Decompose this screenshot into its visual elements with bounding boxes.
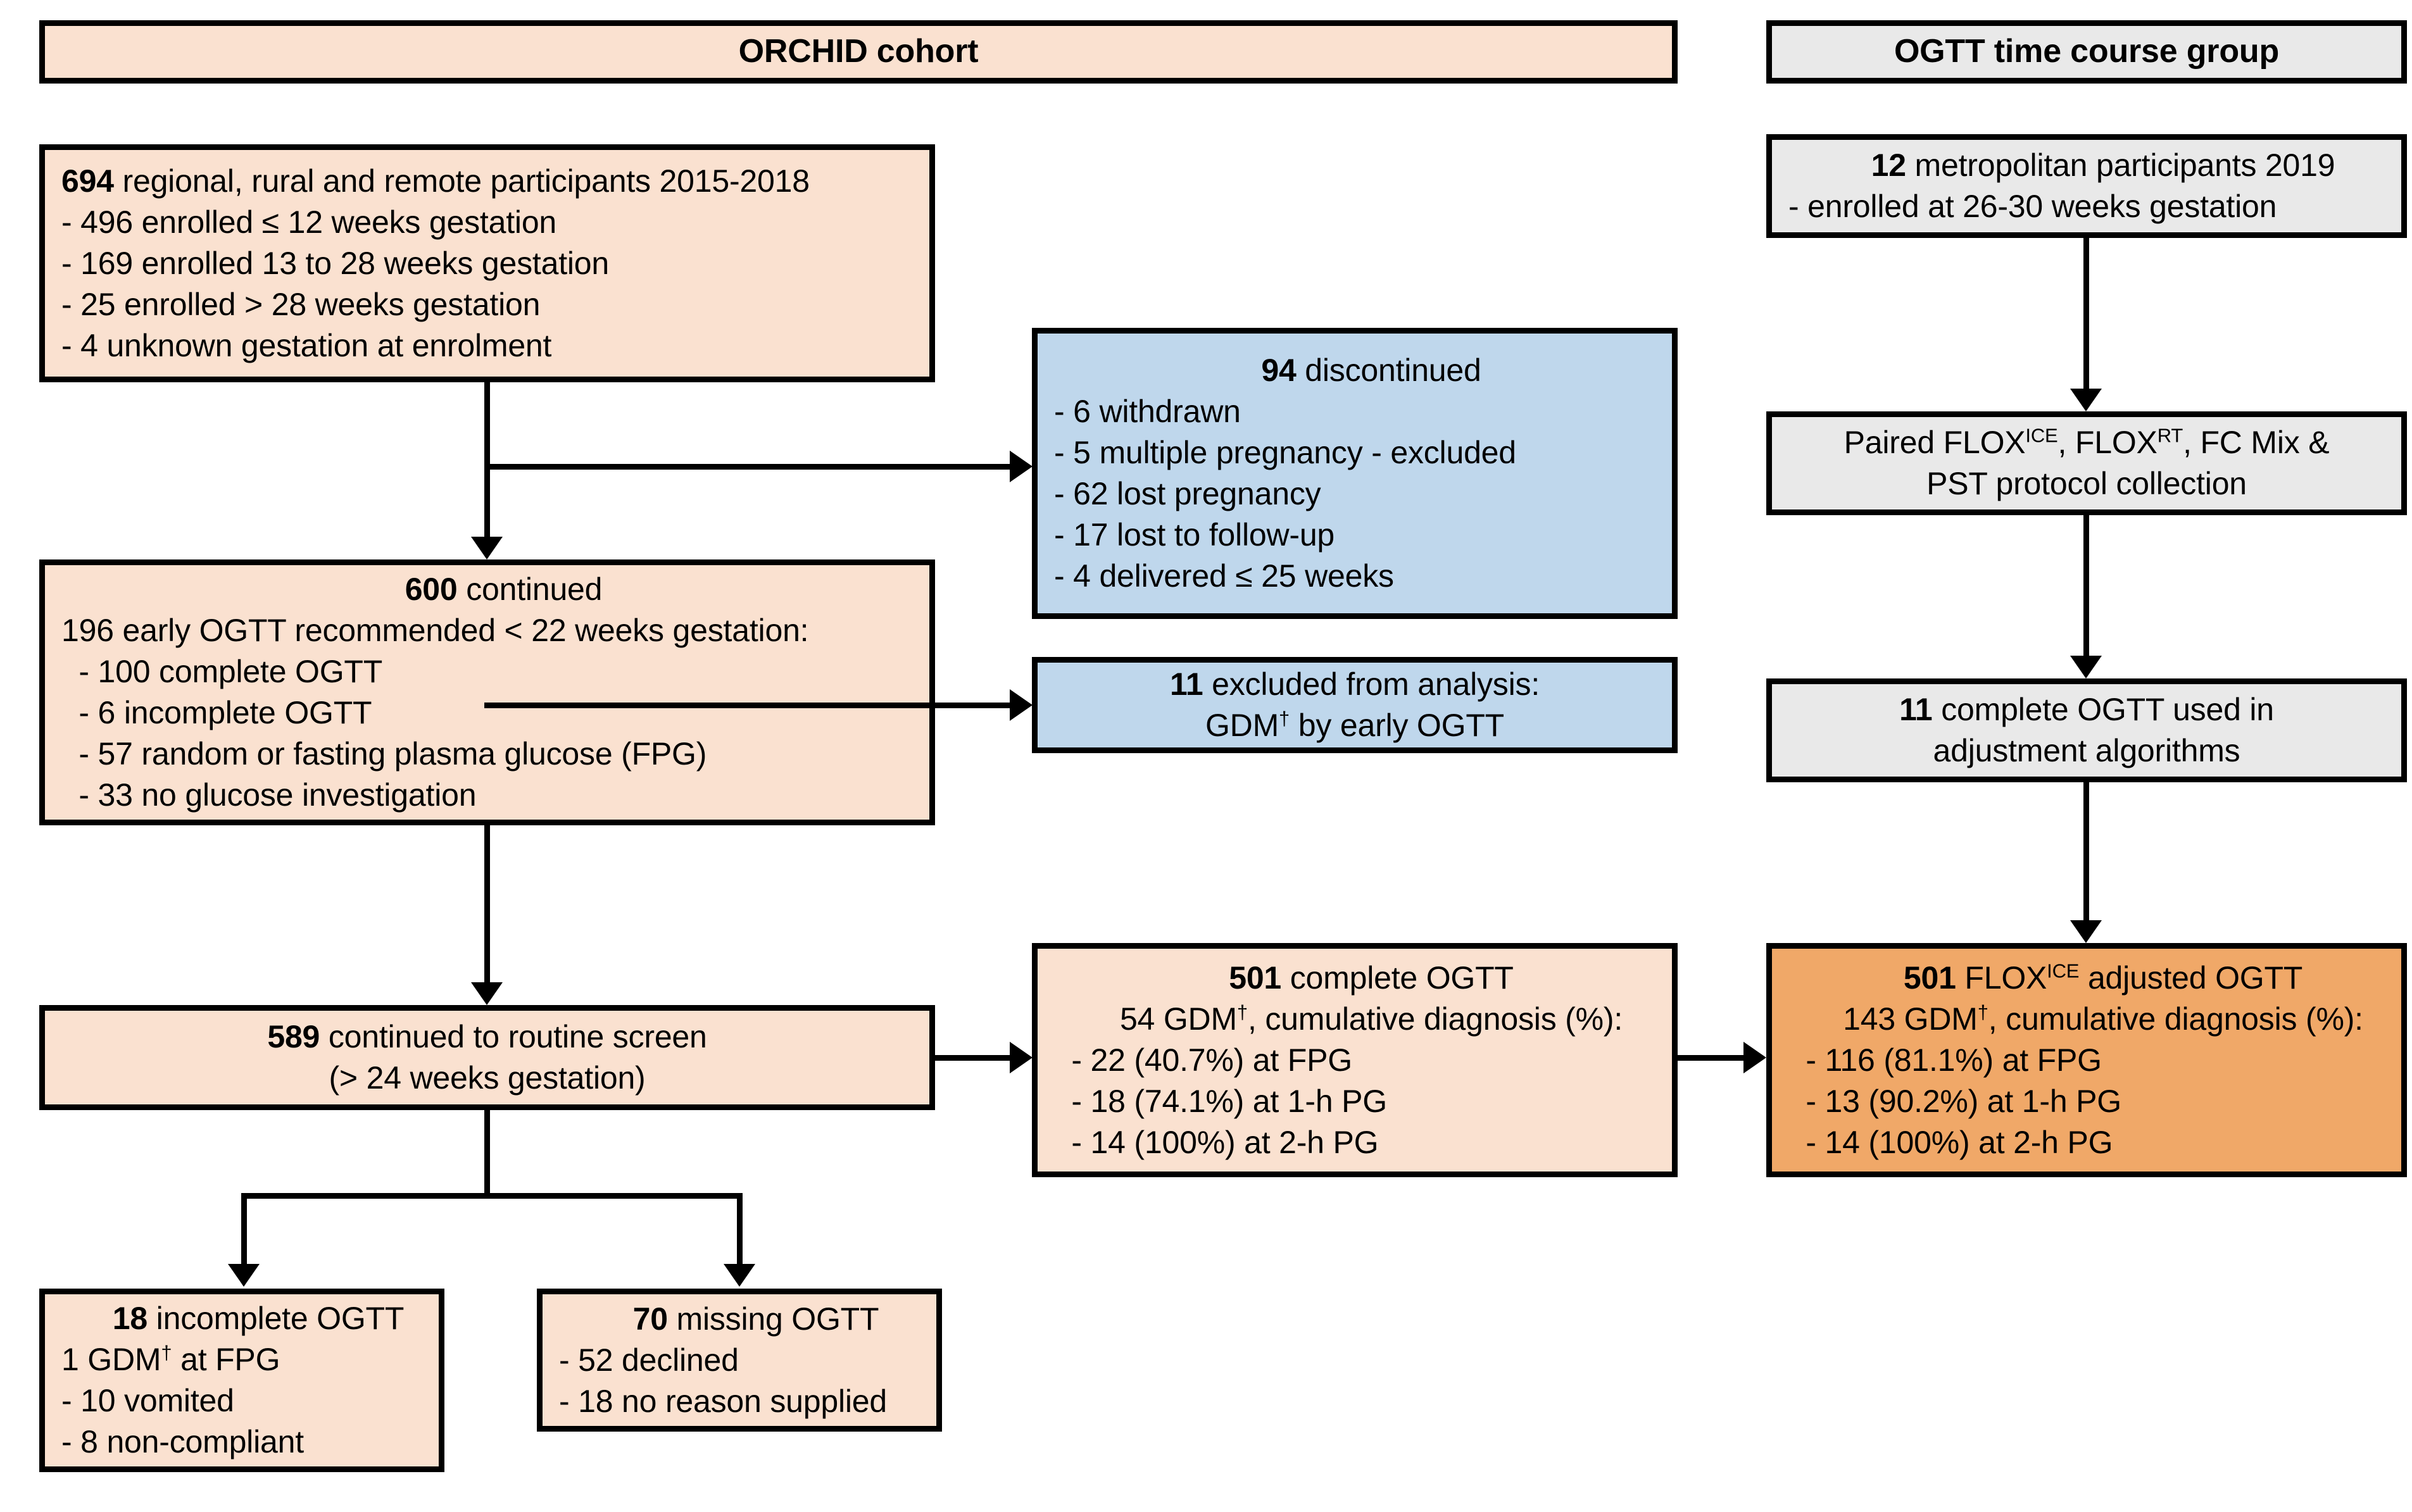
line-random-fasting-57: - 57 random or fasting plasma glucose (F… (61, 736, 707, 772)
box-missing-ogtt-70: 70 missing OGTT - 52 declined - 18 no re… (537, 1289, 942, 1432)
line-11-complete-used: 11 complete OGTT used in (1899, 692, 2274, 727)
connector-protocol-to-adjustment (2083, 515, 2089, 656)
arrowhead-to-flox-box (2070, 920, 2102, 943)
box-routine-screen-589-lines: 589 continued to routine screen (> 24 we… (45, 1016, 929, 1099)
line-continued-total: 600 continued (405, 572, 603, 607)
box-missing-ogtt-70-lines: 70 missing OGTT - 52 declined - 18 no re… (543, 1299, 969, 1422)
line-complete-501-total: 501 complete OGTT (1229, 959, 1514, 996)
line-22-fpg: - 22 (40.7%) at FPG (1054, 1042, 1352, 1078)
line-total-participants: 694 regional, rural and remote participa… (61, 163, 810, 199)
box-flox-adjusted-501-lines: 501 FLOXICE adjusted OGTT 143 GDM†, cumu… (1772, 958, 2412, 1163)
line-gdm-at-fpg: 1 GDM† at FPG (61, 1341, 280, 1377)
box-routine-screen-589: 589 continued to routine screen (> 24 we… (39, 1005, 935, 1110)
line-gdm-54-cumulative: 54 GDM†, cumulative diagnosis (%): (1119, 1000, 1623, 1037)
line-13-1h-pg: - 13 (90.2%) at 1-h PG (1788, 1083, 2121, 1119)
arrowhead-to-589 (471, 982, 503, 1005)
line-116-fpg: - 116 (81.1%) at FPG (1788, 1042, 2102, 1078)
connector-complete-to-flox (1678, 1055, 1743, 1061)
line-paired-flox: Paired FLOXICE, FLOXRT, FC Mix & (1844, 424, 2330, 460)
line-adjustment-algorithms: adjustment algorithms (1933, 733, 2240, 768)
header-ogtt-time-course: OGTT time course group (1766, 20, 2407, 84)
line-lost-pregnancy: - 62 lost pregnancy (1054, 476, 1321, 511)
line-incomplete-ogtt-6: - 6 incomplete OGTT (61, 695, 372, 730)
arrowhead-to-adjustment (2070, 656, 2102, 678)
line-18-1h-pg: - 18 (74.1%) at 1-h PG (1054, 1083, 1387, 1119)
arrowhead-to-missing-70 (724, 1264, 755, 1287)
line-excluded-total: 11 excluded from analysis: (1169, 666, 1540, 702)
line-early-ogtt-recommended: 196 early OGTT recommended < 22 weeks ge… (61, 613, 809, 648)
connector-to-excluded (484, 703, 1010, 708)
box-flox-adjusted-501: 501 FLOXICE adjusted OGTT 143 GDM†, cumu… (1766, 943, 2407, 1177)
box-complete-ogtt-501: 501 complete OGTT 54 GDM†, cumulative di… (1032, 943, 1678, 1177)
arrowhead-to-incomplete-18 (228, 1264, 260, 1287)
box-adjustment-algorithms-11: 11 complete OGTT used in adjustment algo… (1766, 678, 2407, 782)
line-metro-total: 12 metropolitan participants 2019 (1871, 147, 2335, 183)
line-vomited: - 10 vomited (61, 1383, 234, 1418)
line-non-compliant: - 8 non-compliant (61, 1424, 304, 1459)
box-participants-694-lines: 694 regional, rural and remote participa… (45, 161, 962, 366)
connector-to-missing-70 (737, 1193, 743, 1264)
line-complete-ogtt-100: - 100 complete OGTT (61, 654, 383, 689)
header-ogtt-label: OGTT time course group (1894, 33, 2280, 70)
connector-694-to-600 (484, 382, 490, 537)
box-metro-participants-12: 12 metropolitan participants 2019 - enro… (1766, 134, 2407, 238)
connector-adjustment-to-flox (2083, 782, 2089, 920)
line-routine-screen-gestation: (> 24 weeks gestation) (329, 1060, 646, 1096)
box-excluded-11-lines: 11 excluded from analysis: GDM† by early… (1038, 664, 1672, 746)
arrowhead-to-complete-501 (1010, 1042, 1033, 1073)
line-14-2h-pg-adj: - 14 (100%) at 2-h PG (1788, 1124, 2113, 1160)
line-enrolled-13-28w: - 169 enrolled 13 to 28 weeks gestation (61, 245, 610, 281)
connector-split-horizontal (241, 1193, 743, 1199)
connector-589-down (484, 1110, 490, 1199)
line-incomplete-total: 18 incomplete OGTT (112, 1301, 405, 1336)
line-pst-protocol: PST protocol collection (1926, 466, 2247, 501)
line-no-glucose-33: - 33 no glucose investigation (61, 777, 477, 813)
connector-metro-to-protocol (2083, 238, 2089, 389)
box-discontinued-94: 94 discontinued - 6 withdrawn - 5 multip… (1032, 328, 1678, 619)
line-lost-followup: - 17 lost to follow-up (1054, 517, 1335, 553)
line-unknown-gestation: - 4 unknown gestation at enrolment (61, 327, 552, 363)
line-gdm-143-cumulative: 143 GDM†, cumulative diagnosis (%): (1843, 1000, 2363, 1037)
line-withdrawn: - 6 withdrawn (1054, 394, 1241, 429)
connector-589-to-complete-501 (935, 1055, 1010, 1061)
line-gdm-early-ogtt: GDM† by early OGTT (1205, 707, 1505, 743)
line-enrolled-12w: - 496 enrolled ≤ 12 weeks gestation (61, 204, 557, 240)
line-delivered-25w: - 4 delivered ≤ 25 weeks (1054, 558, 1394, 594)
line-no-reason-supplied: - 18 no reason supplied (559, 1383, 887, 1419)
connector-600-to-589 (484, 825, 490, 982)
box-protocol-collection: Paired FLOXICE, FLOXRT, FC Mix & PST pro… (1766, 411, 2407, 515)
box-incomplete-ogtt-18: 18 incomplete OGTT 1 GDM† at FPG - 10 vo… (39, 1289, 444, 1472)
line-metro-enrolled: - enrolled at 26-30 weeks gestation (1788, 189, 2277, 224)
line-flox-adjusted-total: 501 FLOXICE adjusted OGTT (1903, 959, 2303, 996)
arrowhead-to-600 (471, 537, 503, 559)
header-orchid-cohort: ORCHID cohort (39, 20, 1678, 84)
arrowhead-to-discontinued (1010, 451, 1033, 482)
box-adjustment-algorithms-11-lines: 11 complete OGTT used in adjustment algo… (1772, 689, 2401, 772)
box-participants-694: 694 regional, rural and remote participa… (39, 144, 935, 382)
box-discontinued-94-lines: 94 discontinued - 6 withdrawn - 5 multip… (1038, 350, 1705, 597)
connector-to-incomplete-18 (241, 1193, 247, 1264)
box-complete-ogtt-501-lines: 501 complete OGTT 54 GDM†, cumulative di… (1038, 958, 1705, 1163)
arrowhead-to-flox-adjusted (1743, 1042, 1766, 1073)
box-protocol-collection-lines: Paired FLOXICE, FLOXRT, FC Mix & PST pro… (1772, 422, 2401, 504)
line-enrolled-gt28w: - 25 enrolled > 28 weeks gestation (61, 286, 541, 322)
box-continued-600-lines: 600 continued 196 early OGTT recommended… (45, 569, 962, 816)
line-missing-total: 70 missing OGTT (632, 1301, 879, 1337)
arrowhead-to-excluded (1010, 689, 1033, 721)
line-routine-screen-total: 589 continued to routine screen (267, 1019, 707, 1054)
line-multiple-pregnancy: - 5 multiple pregnancy - excluded (1054, 435, 1516, 470)
box-continued-600: 600 continued 196 early OGTT recommended… (39, 559, 935, 825)
line-14-2h-pg: - 14 (100%) at 2-h PG (1054, 1124, 1379, 1160)
connector-to-discontinued (484, 464, 1010, 470)
box-incomplete-ogtt-18-lines: 18 incomplete OGTT 1 GDM† at FPG - 10 vo… (45, 1298, 472, 1463)
arrowhead-to-protocol (2070, 389, 2102, 411)
header-orchid-label: ORCHID cohort (738, 33, 979, 70)
line-declined: - 52 declined (559, 1342, 739, 1378)
line-discontinued-total: 94 discontinued (1261, 353, 1481, 388)
box-metro-participants-12-lines: 12 metropolitan participants 2019 - enro… (1772, 145, 2412, 227)
box-excluded-11: 11 excluded from analysis: GDM† by early… (1032, 657, 1678, 753)
